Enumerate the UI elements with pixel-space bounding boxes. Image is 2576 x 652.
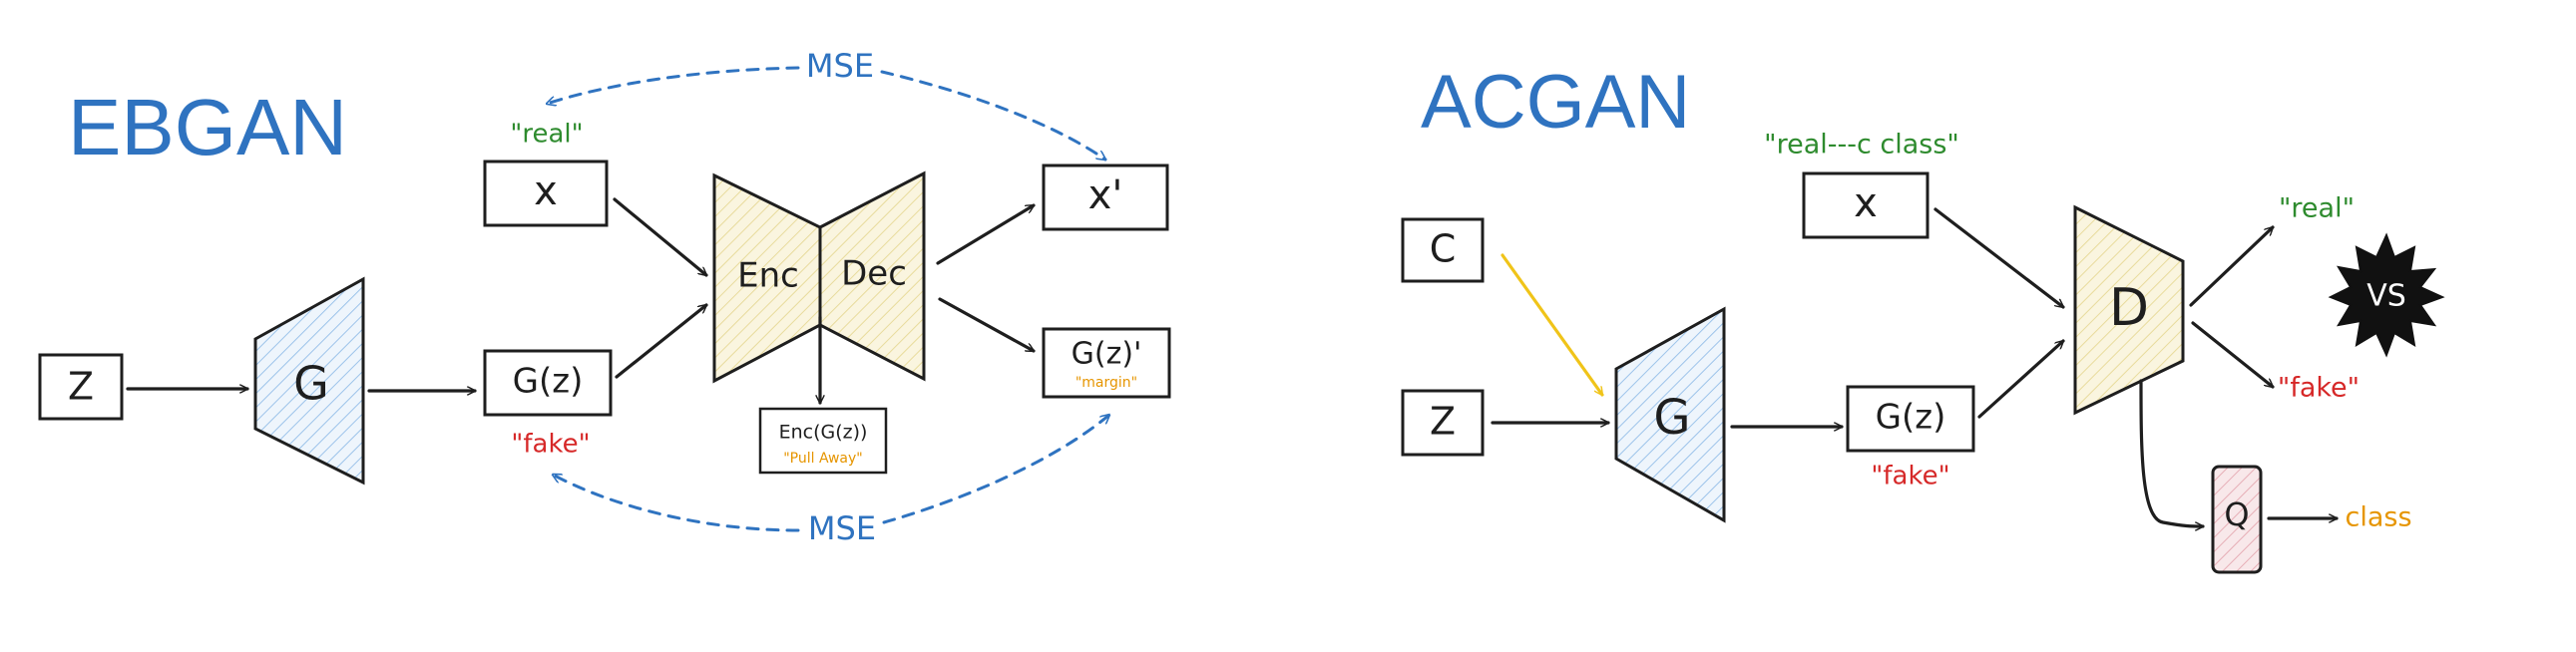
ebgan-generator: G xyxy=(253,276,365,486)
acgan-fake-label: "fake" xyxy=(1871,462,1949,491)
ebgan-gzprime-label: G(z)' xyxy=(1072,337,1142,372)
acgan-arrow-d-to-q xyxy=(2139,379,2205,526)
ebgan-gz-box: G(z) xyxy=(483,349,613,417)
ebgan-x-box: x xyxy=(483,160,609,227)
acgan-arrow-d-to-real xyxy=(2189,227,2273,307)
ebgan-g-label: G xyxy=(293,357,329,411)
acgan-z-box: Z xyxy=(1401,389,1485,457)
ebgan-pullaway-label: "Pull Away" xyxy=(783,451,863,467)
acgan-arrow-gz-to-d xyxy=(1977,341,2063,419)
ebgan-arrow-dec-to-xprime xyxy=(936,203,1034,265)
acgan-q-label: Q xyxy=(2224,495,2249,533)
ebgan-z-label: Z xyxy=(68,365,94,409)
acgan-generator: G xyxy=(1614,306,1726,523)
ebgan-gz-label: G(z) xyxy=(513,362,584,402)
ebgan-real-label: "real" xyxy=(510,120,583,150)
acgan-class-label: class xyxy=(2345,502,2411,533)
ebgan-title: EBGAN xyxy=(68,83,347,171)
ebgan-pullaway-box: Enc(G(z)) "Pull Away" xyxy=(758,407,888,475)
ebgan-dec-label: Dec xyxy=(841,254,907,294)
ebgan-mse-bottom-curve-right xyxy=(882,415,1109,524)
ebgan-gzprime-box: G(z)' "margin" xyxy=(1042,327,1171,399)
acgan-vs-badge: VS xyxy=(2328,232,2445,358)
acgan-c-box: C xyxy=(1401,217,1485,283)
acgan-g-label: G xyxy=(1653,390,1690,446)
ebgan-mse-bottom-label: MSE xyxy=(808,509,876,547)
ebgan-x-label: x xyxy=(534,168,558,214)
ebgan-arrow-dec-to-gzprime xyxy=(938,297,1034,353)
acgan-z-label: Z xyxy=(1430,400,1456,444)
acgan-title: ACGAN xyxy=(1421,60,1690,145)
ebgan-mse-bottom-curve-left xyxy=(553,473,800,532)
acgan-d-label: D xyxy=(2109,278,2149,338)
vs-starburst-icon xyxy=(2328,232,2445,358)
acgan-real-class-label: "real---c class" xyxy=(1764,130,1959,161)
acgan-gz-box: G(z) xyxy=(1846,385,1975,453)
ebgan-fake-label: "fake" xyxy=(511,430,590,460)
ebgan-enc-label: Enc xyxy=(737,256,799,296)
acgan-q-box: Q xyxy=(2211,465,2263,574)
acgan-out-fake-label: "fake" xyxy=(2278,373,2360,404)
acgan-arrow-x-to-d xyxy=(1933,207,2063,309)
acgan-vs-label: VS xyxy=(2366,279,2406,314)
ebgan-decoder xyxy=(818,170,926,382)
ebgan-mse-top-curve-left xyxy=(547,66,800,104)
acgan-discriminator: D xyxy=(2073,204,2185,416)
acgan-out-real-label: "real" xyxy=(2279,193,2355,224)
ebgan-encoder-decoder: Enc Dec xyxy=(712,170,926,384)
acgan-arrow-c-to-g xyxy=(1501,253,1604,395)
ebgan-arrow-gz-to-enc xyxy=(615,303,706,379)
acgan-gz-label: G(z) xyxy=(1876,398,1946,438)
ebgan-margin-label: "margin" xyxy=(1075,375,1137,391)
acgan-arrow-d-to-fake xyxy=(2191,321,2273,389)
acgan-x-label: x xyxy=(1854,180,1878,226)
acgan-c-label: C xyxy=(1430,227,1457,271)
ebgan-z-box: Z xyxy=(38,353,124,421)
ebgan-xprime-box: x' xyxy=(1042,163,1169,231)
ebgan-mse-top-curve-right xyxy=(880,70,1105,160)
ebgan-xprime-label: x' xyxy=(1088,172,1123,218)
ebgan-mse-top-label: MSE xyxy=(806,47,874,85)
ebgan-encgz-label: Enc(G(z)) xyxy=(779,422,868,444)
acgan-x-box: x xyxy=(1802,171,1930,239)
ebgan-arrow-x-to-enc xyxy=(613,197,706,277)
